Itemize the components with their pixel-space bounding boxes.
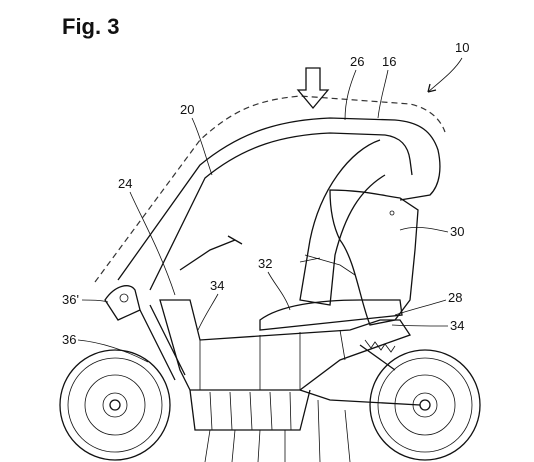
figure-title: Fig. 3 [62,14,120,39]
front-bracket-36p [104,285,141,321]
down-arrow-icon [296,67,330,110]
shock-spring [364,339,396,353]
ref-10: 10 [455,40,469,55]
ref-34a: 34 [210,278,224,293]
bracket-hole [119,293,129,303]
ref-30: 30 [450,224,464,239]
battery-ribs [209,391,292,431]
ref-36p: 36' [62,292,79,307]
leader-16 [377,69,389,119]
leader-24 [129,191,176,296]
leader-32 [267,271,291,311]
seat [259,299,403,331]
battery-pack [189,389,311,431]
leader-34b [391,324,449,327]
ref-24: 24 [118,176,132,191]
lower-links [204,399,351,462]
seat-backrest [299,139,386,306]
seat-belt [299,254,356,276]
leader-28 [394,299,447,316]
dashed-roof-outline [94,95,446,283]
roof-frame [117,117,441,281]
body-fastener [389,210,395,216]
front-wheel [59,349,171,461]
leader-10-arrow [427,83,437,93]
leader-10 [427,57,463,93]
leader-20 [191,117,213,176]
frame-cross-member [199,329,346,390]
ref-34b: 34 [450,318,464,333]
ref-32: 32 [258,256,272,271]
leader-34a [197,293,219,331]
handlebar [179,235,243,271]
roof-frame-inner [149,132,413,291]
ref-16: 16 [382,54,396,69]
ref-26: 26 [350,54,364,69]
front-fork [139,304,186,381]
ref-36: 36 [62,332,76,347]
main-frame [159,299,412,391]
swing-arm [299,389,421,406]
rear-shock [359,344,396,371]
rear-body [329,189,419,326]
leader-36p [81,299,109,303]
leader-26 [344,69,357,121]
ref-28: 28 [448,290,462,305]
leader-30 [399,226,449,233]
ref-20: 20 [180,102,194,117]
rear-wheel [369,349,481,461]
leader-36 [77,339,149,363]
